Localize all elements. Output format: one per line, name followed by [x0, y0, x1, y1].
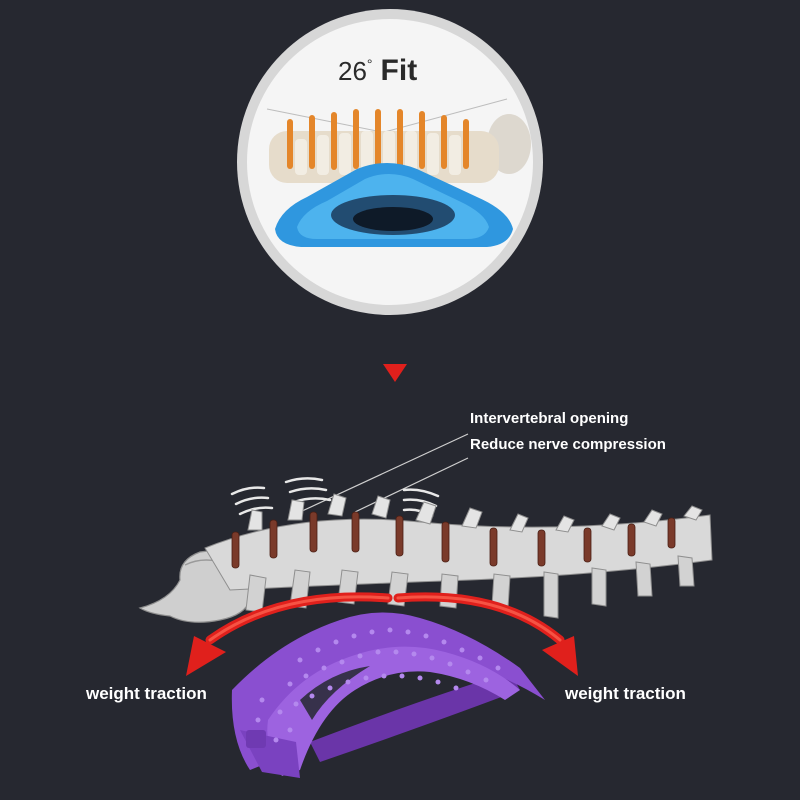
fit-angle-label: 26° Fit — [338, 54, 417, 88]
degree-symbol: ° — [366, 56, 373, 72]
down-arrow-icon — [383, 364, 407, 382]
fit-word: Fit — [380, 54, 418, 87]
inset-circle — [237, 9, 543, 315]
weight-traction-left-label: weight traction — [86, 684, 207, 703]
left-curved-arrow-icon — [186, 592, 393, 676]
spine — [138, 493, 713, 623]
inset-vertebrae — [269, 109, 499, 183]
inset-circle-inner — [247, 19, 533, 305]
fit-degree-value: 26 — [338, 56, 367, 86]
callout-intervertebral-opening: Intervertebral opening — [470, 410, 629, 427]
inset-spine-illustration — [266, 98, 531, 247]
right-curved-arrow-icon — [393, 592, 578, 676]
weight-traction-right-label: weight traction — [565, 684, 686, 703]
inset-blue-pad — [275, 163, 513, 247]
callout-reduce-nerve-compression: Reduce nerve compression — [470, 436, 666, 453]
back-stretcher-device — [231, 612, 545, 778]
callout-leader-line — [354, 457, 469, 513]
